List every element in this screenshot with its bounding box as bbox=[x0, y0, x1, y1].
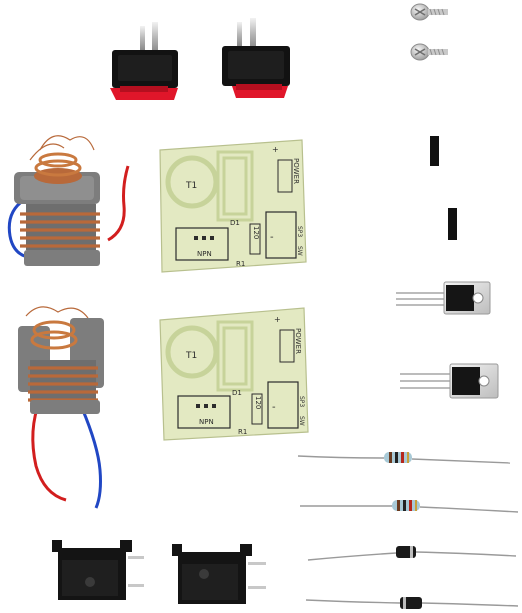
transistor-top bbox=[396, 281, 491, 315]
rocker-switch-left bbox=[110, 22, 178, 100]
pcb-board-bottom: T1 D1 NPN R1 + - POWER 120 SP3 SW bbox=[159, 307, 309, 441]
pin-header-top bbox=[418, 136, 458, 166]
pcb-top-sp-label: SP3 bbox=[296, 226, 303, 237]
pcb-bottom-power-label: POWER bbox=[294, 328, 302, 354]
heatsink-right bbox=[172, 544, 266, 604]
pcb-bottom-npn-label: NPN bbox=[199, 418, 214, 426]
pcb-bottom-sw-label: SW bbox=[298, 416, 305, 426]
resistor-bottom bbox=[300, 500, 519, 513]
heatsink-left bbox=[52, 540, 144, 600]
rocker-switch-right bbox=[222, 18, 290, 98]
pcb-top-resistor-value: 120 bbox=[252, 226, 260, 239]
diode-bottom bbox=[305, 597, 519, 609]
pcb-top-sw-label: SW bbox=[296, 246, 303, 256]
pcb-bottom-t1-label: T1 bbox=[185, 351, 197, 361]
transistor-bottom bbox=[400, 363, 499, 399]
pcb-bottom-r1-label: R1 bbox=[238, 428, 247, 436]
pcb-top-r1-label: R1 bbox=[236, 260, 245, 268]
pcb-bottom-sp-label: SP3 bbox=[298, 396, 305, 407]
pcb-bottom-resistor-value: 120 bbox=[254, 396, 262, 409]
pcb-top-npn-label: NPN bbox=[197, 250, 212, 258]
flyback-coil-top bbox=[7, 135, 130, 266]
pcb-top-minus-label: - bbox=[270, 232, 274, 243]
screw-bottom bbox=[410, 43, 448, 61]
pcb-top-d1-label: D1 bbox=[230, 219, 240, 227]
pcb-bottom-d1-label: D1 bbox=[232, 389, 242, 397]
pcb-top-plus-label: + bbox=[272, 145, 279, 154]
screw-top bbox=[410, 3, 448, 21]
pcb-top-t1-label: T1 bbox=[185, 181, 197, 191]
pcb-top-power-label: POWER bbox=[292, 158, 300, 184]
resistor-top bbox=[297, 452, 511, 464]
pcb-bottom-plus-label: + bbox=[274, 315, 281, 324]
pin-header-bottom bbox=[432, 208, 476, 240]
diode-top bbox=[307, 546, 517, 561]
pcb-bottom-minus-label: - bbox=[272, 402, 276, 413]
flyback-coil-bottom bbox=[18, 306, 104, 509]
pcb-board-top: T1 D1 NPN R1 + - POWER 120 SP3 SW bbox=[159, 139, 307, 273]
